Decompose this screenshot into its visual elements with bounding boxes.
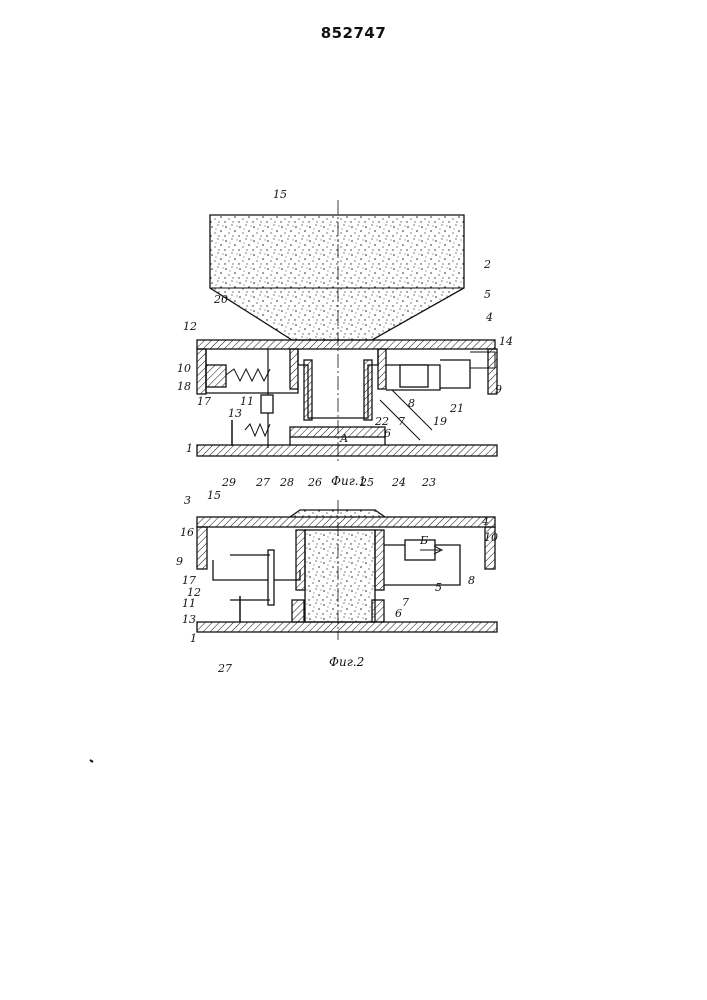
label-4: 4 bbox=[485, 311, 493, 324]
label-10b: 10 bbox=[484, 531, 498, 544]
label-24: 24 bbox=[391, 476, 406, 489]
label-20: 20 bbox=[213, 293, 228, 306]
label-26: 26 bbox=[307, 476, 322, 489]
label-9: 9 bbox=[495, 383, 502, 396]
label-15: 15 bbox=[273, 188, 287, 201]
label-16: 16 bbox=[180, 526, 194, 539]
label-13b: 13 bbox=[182, 613, 196, 626]
label-28: 28 bbox=[279, 476, 294, 489]
label-5b: 5 bbox=[435, 581, 442, 594]
label-4b: 4 bbox=[481, 515, 489, 528]
label-7: 7 bbox=[398, 415, 405, 428]
label-9b: 9 bbox=[176, 555, 183, 568]
label-8: 8 bbox=[408, 397, 415, 410]
top-plate-2 bbox=[197, 517, 495, 527]
top-plate bbox=[197, 340, 495, 349]
sleeve-2 bbox=[305, 530, 375, 622]
label-13: 13 bbox=[228, 407, 242, 420]
label-8b: 8 bbox=[468, 574, 475, 587]
label-23: 23 bbox=[421, 476, 436, 489]
label-14: 14 bbox=[499, 335, 513, 348]
label-11: 11 bbox=[240, 395, 254, 408]
figure-1 bbox=[197, 200, 497, 462]
label-1: 1 bbox=[186, 442, 193, 455]
fig2-caption: Фиг.2 bbox=[329, 655, 364, 669]
label-21: 21 bbox=[449, 402, 464, 415]
label-27: 27 bbox=[255, 476, 270, 489]
figure-2 bbox=[197, 500, 497, 640]
label-3: 3 bbox=[184, 494, 191, 507]
label-6: 6 bbox=[384, 427, 391, 440]
label-15b: 15 bbox=[207, 489, 221, 502]
label-18: 18 bbox=[177, 380, 191, 393]
label-19: 19 bbox=[433, 415, 447, 428]
stray-mark bbox=[90, 760, 93, 762]
section-mark-A: А bbox=[339, 432, 348, 445]
label-6b: 6 bbox=[395, 607, 402, 620]
label-11b: 11 bbox=[182, 597, 196, 610]
label-12: 12 bbox=[183, 320, 197, 333]
hopper-body bbox=[210, 215, 464, 340]
label-17: 17 bbox=[197, 395, 211, 408]
fig1-caption: Фиг.1 bbox=[331, 474, 366, 488]
label-7b: 7 bbox=[402, 596, 409, 609]
label-29: 29 bbox=[221, 476, 236, 489]
flow-mark-B: Б bbox=[419, 534, 428, 547]
label-1b: 1 bbox=[190, 632, 197, 645]
rail-1-fig2 bbox=[197, 622, 497, 632]
label-5: 5 bbox=[484, 288, 491, 301]
label-27b: 27 bbox=[217, 662, 232, 675]
rail-1 bbox=[197, 445, 497, 456]
label-10: 10 bbox=[177, 362, 191, 375]
label-2: 2 bbox=[483, 258, 491, 271]
